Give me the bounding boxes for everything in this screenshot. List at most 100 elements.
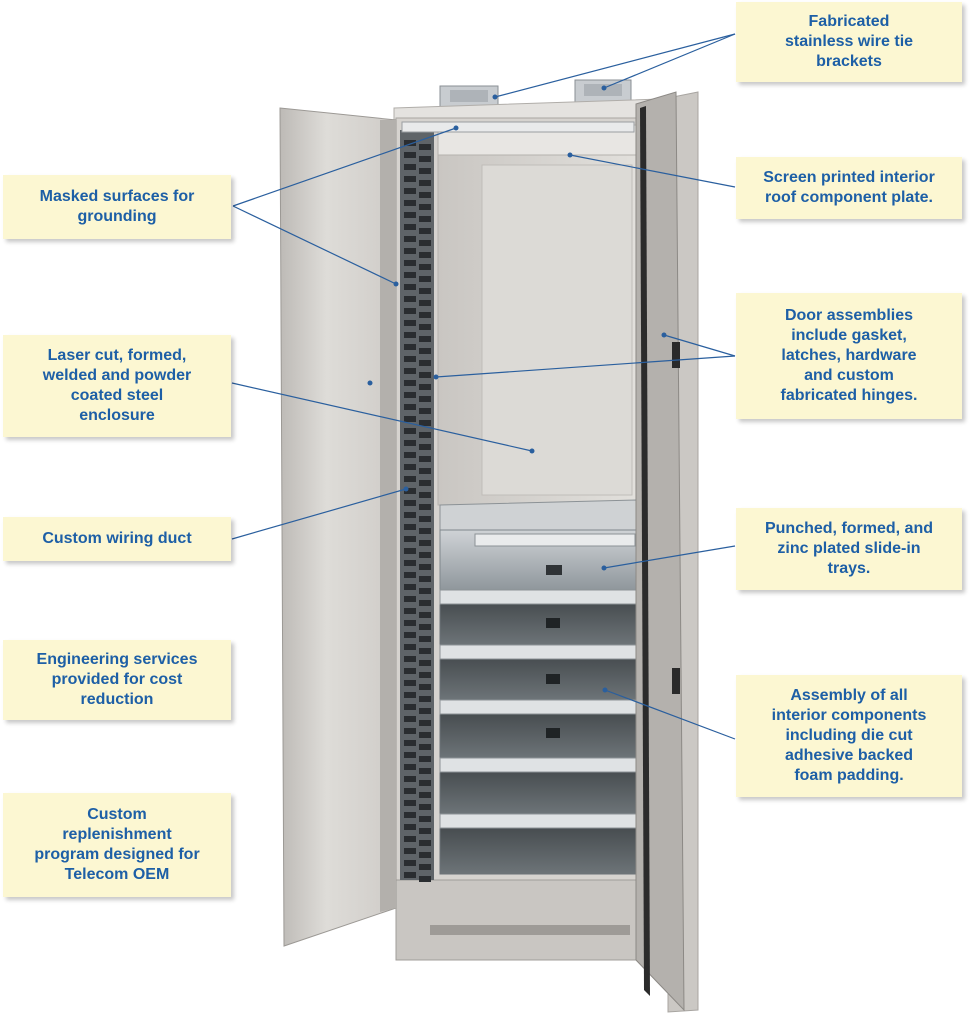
duct-slot [404, 836, 416, 842]
duct-slot [404, 464, 416, 470]
callout-slide-in-trays: Punched, formed, and zinc plated slide-i… [736, 508, 962, 590]
duct-slot [404, 260, 416, 266]
duct-slot [404, 716, 416, 722]
interior-side-panel [481, 164, 633, 496]
duct-slot [419, 168, 431, 174]
duct-slot [404, 536, 416, 542]
callout-replenishment-program: Custom replenishment program designed fo… [3, 793, 231, 897]
duct-slot [404, 332, 416, 338]
duct-slot [419, 276, 431, 282]
duct-slot [404, 752, 416, 758]
duct-slot [419, 780, 431, 786]
duct-slot [419, 720, 431, 726]
duct-slot [419, 756, 431, 762]
duct-slot [404, 620, 416, 626]
duct-slot [404, 500, 416, 506]
duct-slot [404, 692, 416, 698]
duct-slot [404, 680, 416, 686]
callout-wiring-duct: Custom wiring duct [3, 517, 231, 561]
duct-slot [419, 408, 431, 414]
duct-slot [404, 296, 416, 302]
duct-slot [419, 492, 431, 498]
duct-slot [419, 360, 431, 366]
duct-slot [419, 324, 431, 330]
duct-slot [419, 564, 431, 570]
duct-slot [419, 336, 431, 342]
duct-slot [404, 284, 416, 290]
callout-engineering-services-text: Engineering services provided for cost r… [36, 651, 198, 708]
duct-slot [404, 248, 416, 254]
duct-slot [419, 696, 431, 702]
duct-slot [419, 300, 431, 306]
duct-slot [404, 488, 416, 494]
callout-masked-surfaces-text: Masked surfaces for grounding [39, 188, 195, 225]
duct-slot [419, 216, 431, 222]
duct-slot [419, 852, 431, 858]
duct-slot [404, 608, 416, 614]
duct-slot [419, 828, 431, 834]
base-vent [430, 925, 630, 935]
duct-slot [404, 632, 416, 638]
duct-slot [404, 176, 416, 182]
duct-slot [419, 684, 431, 690]
duct-slot [419, 636, 431, 642]
duct-slot [419, 312, 431, 318]
duct-slot [404, 668, 416, 674]
callout-engineering-services: Engineering services provided for cost r… [3, 640, 231, 720]
callout-wire-tie-brackets-text: Fabricated stainless wire tie brackets [784, 13, 914, 70]
callout-roof-component-plate: Screen printed interior roof component p… [736, 157, 962, 219]
callout-laser-cut-enclosure: Laser cut, formed, welded and powder coa… [3, 335, 231, 437]
wire-tie-bracket-left [439, 85, 499, 109]
duct-slot [404, 848, 416, 854]
duct-slot [404, 140, 416, 146]
tray-stack [439, 499, 637, 875]
duct-slot [419, 192, 431, 198]
duct-slot [419, 768, 431, 774]
duct-slot [404, 188, 416, 194]
duct-slot [404, 548, 416, 554]
duct-slot [404, 428, 416, 434]
duct-slot [419, 252, 431, 258]
left-door-edge [380, 120, 396, 912]
right-door-latch-lower [672, 668, 680, 694]
duct-slot [404, 416, 416, 422]
duct-slot [419, 672, 431, 678]
duct-slot [404, 320, 416, 326]
callout-wiring-duct-text: Custom wiring duct [42, 530, 192, 547]
duct-slot [419, 468, 431, 474]
duct-slot [419, 180, 431, 186]
duct-slot [419, 732, 431, 738]
duct-slot [419, 240, 431, 246]
duct-slot [404, 392, 416, 398]
duct-slot [404, 824, 416, 830]
duct-slot [419, 516, 431, 522]
duct-slot [419, 840, 431, 846]
duct-slot [419, 264, 431, 270]
duct-slot [404, 764, 416, 770]
duct-slot [404, 704, 416, 710]
callout-laser-cut-enclosure-text: Laser cut, formed, welded and powder coa… [42, 347, 192, 424]
duct-slot [404, 800, 416, 806]
duct-slot [419, 552, 431, 558]
duct-slot [419, 528, 431, 534]
callout-door-assemblies-text: Door assemblies include gasket, latches,… [780, 307, 918, 404]
duct-slot [419, 348, 431, 354]
duct-slot [419, 588, 431, 594]
duct-slot [404, 644, 416, 650]
duct-slot [419, 600, 431, 606]
duct-slot [404, 356, 416, 362]
callout-door-assemblies: Door assemblies include gasket, latches,… [736, 293, 962, 419]
duct-slot [404, 740, 416, 746]
duct-slot [419, 228, 431, 234]
duct-slot [404, 572, 416, 578]
duct-slot [404, 212, 416, 218]
duct-slot [419, 156, 431, 162]
duct-slot [404, 776, 416, 782]
duct-slot [404, 368, 416, 374]
duct-slot [419, 372, 431, 378]
duct-slot [404, 440, 416, 446]
duct-slot [419, 648, 431, 654]
duct-slot [419, 792, 431, 798]
duct-slot [404, 524, 416, 530]
